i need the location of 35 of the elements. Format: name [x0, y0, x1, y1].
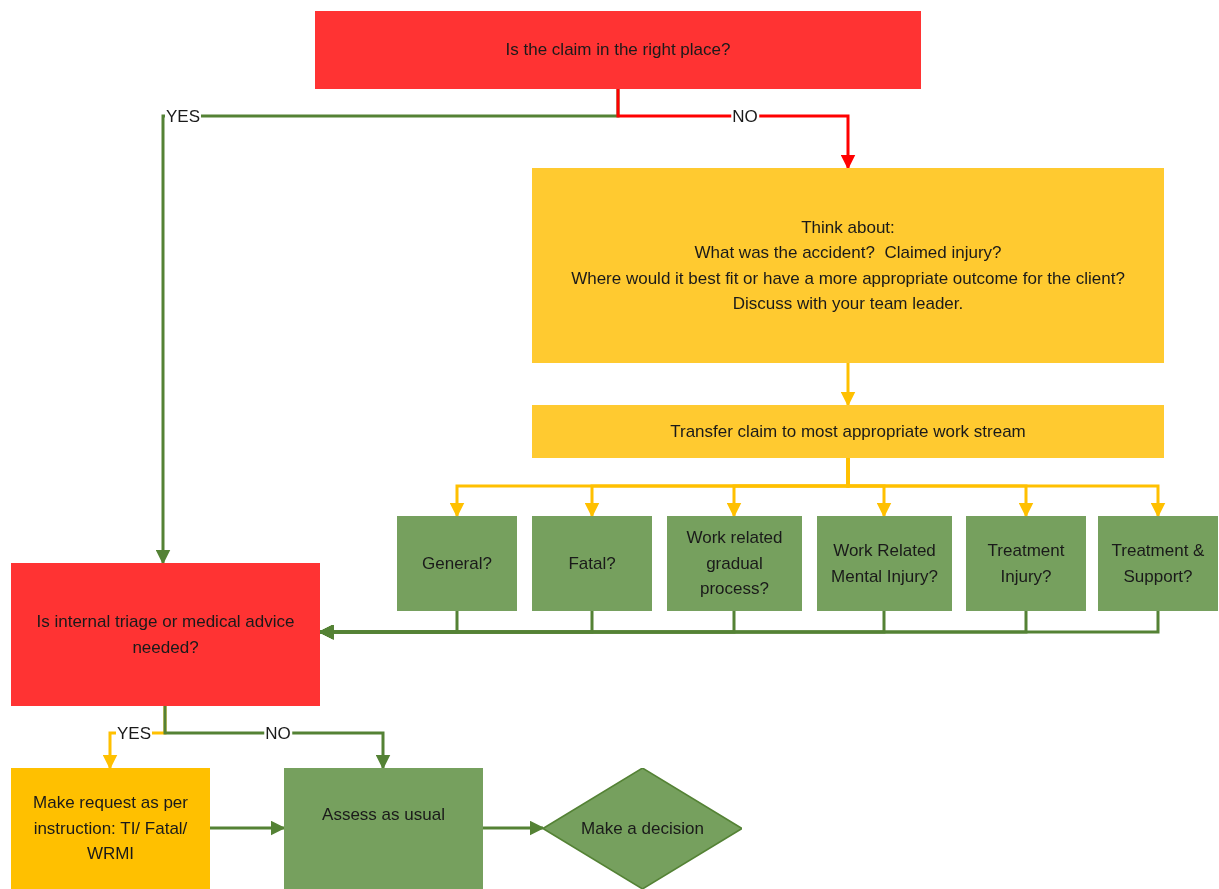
arrow [483, 820, 545, 836]
node-text: Treatment Injury? [986, 540, 1066, 588]
node-text: General? [422, 552, 492, 575]
arrow [210, 820, 286, 836]
node-text: Make a decision [581, 817, 704, 840]
node-text: Is the claim in the right place? [505, 39, 731, 62]
decision-box [315, 11, 921, 89]
node-text: Assess as usual [322, 804, 445, 826]
category-box [1098, 516, 1218, 611]
process-box [284, 768, 483, 889]
decision-diamond [543, 768, 742, 889]
arrow [163, 706, 391, 770]
process-box [11, 768, 210, 889]
node-text: What was the accident? Claimed injury? [694, 242, 1002, 264]
node-text: Fatal? [568, 552, 616, 575]
arrow [846, 458, 1166, 518]
node-text: Discuss with your team leader. [732, 293, 964, 315]
node-text: Work related gradual process? [685, 527, 784, 601]
process-box [532, 405, 1164, 458]
category-box [397, 516, 517, 611]
node-text: Think about: [801, 216, 895, 239]
node-text: Make request as per instruction: TI/ Fatal/ WRMI [32, 792, 189, 866]
category-box [532, 516, 652, 611]
category-box [966, 516, 1086, 611]
arrow [840, 363, 856, 407]
node-text: Where would it best fit or have a more appropriate outcome for the client? [571, 267, 1125, 290]
note-box [532, 168, 1164, 363]
node-text: Work Related Mental Injury? [830, 540, 939, 588]
decision-box [11, 563, 320, 706]
node-text: Treatment & Support? [1110, 540, 1206, 588]
arrow [616, 89, 856, 170]
node-text: Is internal triage or medical advice needed? [35, 611, 296, 659]
category-box [817, 516, 952, 611]
node-text: Transfer claim to most appropriate work stream [670, 420, 1026, 443]
category-box [667, 516, 802, 611]
